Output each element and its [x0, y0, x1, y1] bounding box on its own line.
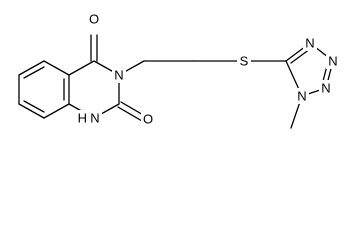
atom-tz-n3: N — [326, 53, 340, 69]
atom-tz-n1-label: N — [297, 89, 306, 104]
atom-tz-n2-label: N — [321, 81, 330, 96]
double-bond-inner-2 — [23, 100, 45, 113]
atom-s: S — [237, 53, 251, 69]
benzene-ring — [18, 60, 70, 119]
double-bond-inner-3 — [23, 66, 45, 79]
atom-n1h-n-label: N — [90, 111, 99, 126]
carbonyl-bottom-bond-a — [117, 106, 143, 122]
carbonyl-bottom — [117, 101, 146, 122]
atom-tz-n4-label: N — [305, 36, 314, 51]
bond-c8a-c8 — [43, 103, 70, 119]
atom-o-top: O — [87, 11, 101, 27]
molecule-structure: O O N H N S N N N N — [18, 11, 340, 129]
bond-c8-c7 — [18, 103, 45, 119]
atom-o-top-label: O — [89, 12, 99, 27]
bond-c6-c5 — [18, 60, 45, 76]
ethyl-linker — [118, 60, 287, 76]
atom-o-bottom-label: O — [143, 112, 153, 127]
bond-c4a-c5 — [43, 60, 70, 76]
bond-c4a-c4 — [68, 60, 95, 76]
atom-tz-n1: N — [295, 88, 309, 104]
atom-o-bottom: O — [141, 111, 155, 127]
atom-tz-n2: N — [319, 80, 333, 96]
atom-tz-n3-label: N — [328, 54, 337, 69]
atom-n1h-h-label: H — [78, 111, 87, 126]
tetrazole-double-bond-1 — [290, 48, 311, 64]
atom-n3: N — [112, 67, 126, 83]
pyrimidine-ring — [68, 60, 120, 119]
carbonyl-top — [90, 34, 98, 62]
atom-n3-label: N — [114, 68, 123, 83]
atom-tz-n4: N — [303, 35, 317, 51]
atom-s-label: S — [240, 54, 249, 69]
atom-n1h: H N — [75, 110, 102, 126]
